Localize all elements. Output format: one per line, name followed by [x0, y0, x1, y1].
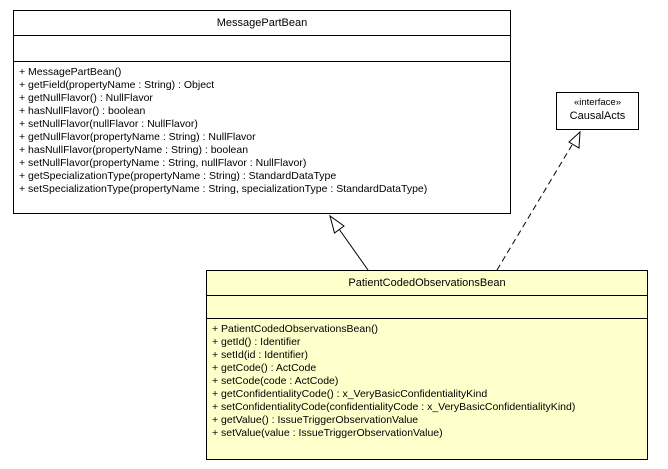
- operation: + getNullFlavor() : NullFlavor: [19, 92, 153, 104]
- operation: + getValue() : IssueTriggerObservationVa…: [212, 414, 419, 426]
- operations-compartment: + MessagePartBean() + getField(propertyN…: [14, 61, 510, 196]
- operation: + setNullFlavor(nullFlavor : NullFlavor): [19, 118, 198, 130]
- operation: + setCode(code : ActCode): [212, 375, 339, 387]
- operation: + setConfidentialityCode(confidentiality…: [212, 401, 576, 413]
- operation: + setId(id : Identifier): [212, 349, 309, 361]
- operation: + hasNullFlavor() : boolean: [19, 105, 146, 117]
- operation: + setNullFlavor(propertyName : String, n…: [19, 157, 307, 169]
- operation: + getField(propertyName : String) : Obje…: [19, 79, 215, 91]
- class-message-part-bean[interactable]: MessagePartBean + MessagePartBean() + ge…: [13, 10, 511, 214]
- operation: + MessagePartBean(): [19, 66, 122, 78]
- attributes-compartment: [14, 35, 510, 61]
- class-patient-coded-observations-bean[interactable]: PatientCodedObservationsBean + PatientCo…: [206, 270, 648, 460]
- realization-edge: [496, 130, 581, 271]
- generalization-edge: [329, 214, 369, 271]
- operation: + setValue(value : IssueTriggerObservati…: [212, 427, 443, 439]
- operation: + getConfidentialityCode() : x_VeryBasic…: [212, 388, 488, 400]
- attributes-compartment: [207, 295, 647, 318]
- hollow-triangle-arrowhead: [329, 214, 345, 234]
- hollow-triangle-arrowhead: [568, 130, 581, 149]
- stereotype-label: «interface»: [573, 97, 621, 108]
- operation: + hasNullFlavor(propertyName : String) :…: [19, 144, 249, 156]
- operation: + getId() : Identifier: [212, 336, 301, 348]
- operation: + getNullFlavor(propertyName : String) :…: [19, 131, 256, 143]
- operation: + getSpecializationType(propertyName : S…: [19, 170, 337, 182]
- interface-causal-acts[interactable]: «interface» CausalActs: [556, 92, 639, 130]
- class-name: PatientCodedObservationsBean: [348, 277, 506, 289]
- operation: + PatientCodedObservationsBean(): [212, 323, 379, 335]
- class-name: MessagePartBean: [216, 17, 308, 29]
- operation: + setSpecializationType(propertyName : S…: [19, 183, 428, 195]
- operation: + getCode() : ActCode: [212, 362, 317, 374]
- operations-compartment: + PatientCodedObservationsBean() + getId…: [207, 318, 647, 440]
- interface-name: CausalActs: [569, 110, 626, 122]
